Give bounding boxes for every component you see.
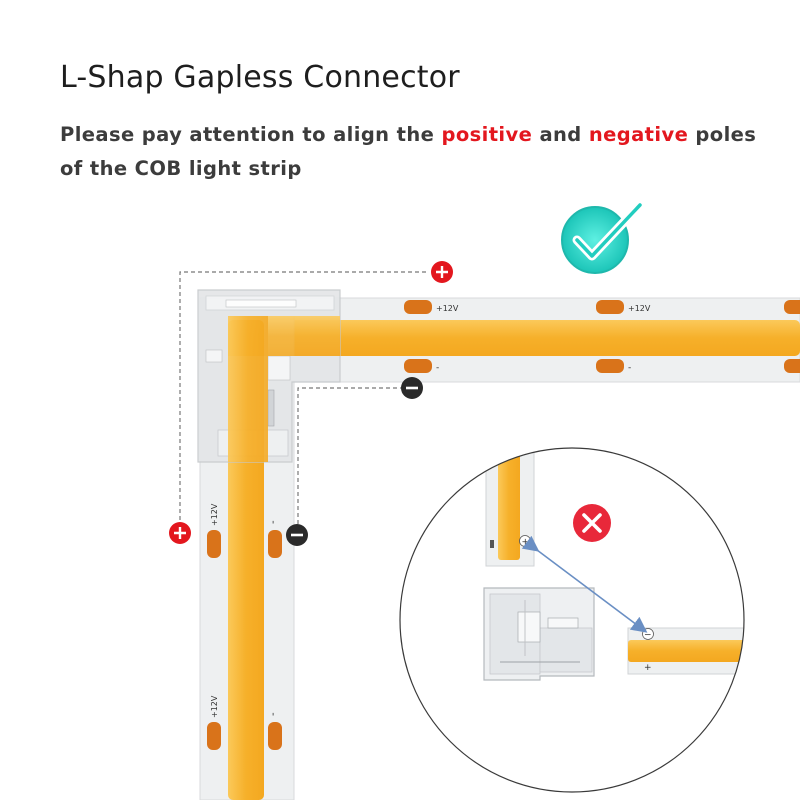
- minus-circle-icon: [401, 377, 423, 399]
- positive-word: positive: [441, 123, 533, 146]
- negative-dashed-line: [288, 387, 404, 536]
- horizontal-led: [228, 320, 800, 356]
- pad-bottom: [784, 359, 800, 373]
- negative-label: -: [268, 712, 279, 716]
- pad-left: [207, 530, 221, 558]
- instruction-part-2: and: [532, 123, 589, 146]
- negative-label: -: [628, 363, 631, 373]
- pad-right: [268, 722, 282, 750]
- page-title: L-Shap Gapless Connector: [60, 60, 460, 95]
- positive-label: +12V: [628, 304, 651, 313]
- pad-top: [596, 300, 624, 314]
- pad-top: [784, 300, 800, 314]
- plus-circle-icon: [431, 261, 453, 283]
- check-circle-icon: [561, 200, 645, 274]
- negative-label: -: [268, 520, 279, 524]
- positive-label: +12V: [210, 695, 219, 718]
- instruction-text: Please pay attention to align the positi…: [60, 118, 760, 186]
- positive-dashed-line: [179, 271, 428, 520]
- plus-circle-icon: [169, 522, 191, 544]
- l-connector: [197, 289, 341, 463]
- minus-circle-icon: [286, 524, 308, 546]
- detail-plus-label: +: [522, 538, 530, 548]
- positive-label: +12V: [210, 503, 219, 526]
- detail-plus-mark: +: [644, 663, 652, 673]
- pad-left: [207, 722, 221, 750]
- mismatch-arrow: [521, 535, 648, 633]
- pad-bottom: [596, 359, 624, 373]
- instruction-part-3: poles of the COB light strip: [60, 123, 757, 180]
- instruction-part-1: Please pay attention to align the: [60, 123, 442, 146]
- pad-right: [268, 530, 282, 558]
- pad-bottom: [404, 359, 432, 373]
- x-circle-icon: [573, 504, 611, 542]
- detail-minus-label: −: [644, 631, 652, 641]
- negative-word: negative: [588, 123, 689, 146]
- positive-label: +12V: [436, 304, 459, 313]
- wrong-example-detail: + − +: [399, 447, 745, 793]
- small-l-connector: [483, 587, 595, 681]
- pad-top: [404, 300, 432, 314]
- negative-label: -: [436, 363, 439, 373]
